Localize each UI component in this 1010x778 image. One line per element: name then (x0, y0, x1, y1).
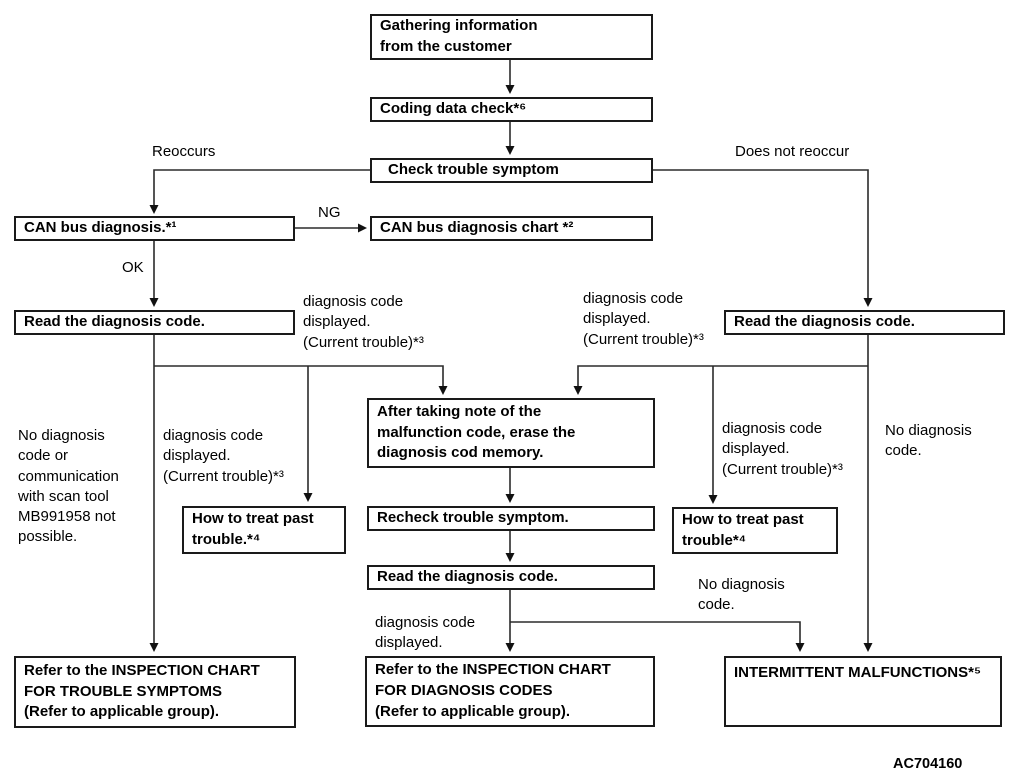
can-bus-diagnosis-chart-box: CAN bus diagnosis chart *² (370, 216, 653, 241)
label-no-diagnosis-code-communication: No diagnosis code or communication with … (18, 427, 119, 546)
coding-data-check-box: Coding data check*⁶ (370, 97, 653, 122)
refer-inspection-chart-trouble-symptoms-box: Refer to the INSPECTION CHART FOR TROUBL… (14, 656, 296, 728)
label-diagnosis-displayed-right: diagnosis code displayed. (Current troub… (722, 420, 843, 478)
label-does-not-reoccur: Does not reoccur (735, 143, 850, 160)
read-diagnosis-code-left-box: Read the diagnosis code. (14, 310, 295, 335)
intermittent-malfunctions-box: INTERMITTENT MALFUNCTIONS*⁵ (724, 656, 1002, 727)
figure-code: AC704160 (893, 756, 963, 772)
read-diagnosis-code-middle-box: Read the diagnosis code. (367, 565, 655, 590)
label-ok: OK (122, 259, 144, 276)
label-diagnosis-displayed-upper-right: diagnosis code displayed. (Current troub… (583, 290, 704, 348)
label-ng: NG (318, 204, 341, 221)
label-diagnosis-displayed-left: diagnosis code displayed. (Current troub… (163, 427, 284, 485)
label-diagnosis-displayed-upper-left: diagnosis code displayed. (Current troub… (303, 293, 424, 351)
read-diagnosis-code-right-box: Read the diagnosis code. (724, 310, 1005, 335)
refer-inspection-chart-diagnosis-codes-box: Refer to the INSPECTION CHART FOR DIAGNO… (365, 656, 655, 727)
erase-diagnosis-memory-box: After taking note of the malfunction cod… (367, 398, 655, 468)
label-no-diagnosis-code-right: No diagnosis code. (885, 422, 972, 460)
can-bus-diagnosis-box: CAN bus diagnosis.*¹ (14, 216, 295, 241)
gathering-information-box: Gathering information from the customer (370, 14, 653, 60)
check-trouble-symptom-box: Check trouble symptom (370, 158, 653, 183)
label-no-diagnosis-code-middle: No diagnosis code. (698, 576, 785, 614)
recheck-trouble-symptom-box: Recheck trouble symptom. (367, 506, 655, 531)
treat-past-trouble-left-box: How to treat past trouble.*⁴ (182, 506, 346, 554)
treat-past-trouble-right-box: How to treat past trouble*⁴ (672, 507, 838, 554)
label-diagnosis-displayed-bottom: diagnosis code displayed. (375, 614, 476, 652)
label-reoccurs: Reoccurs (152, 143, 216, 160)
